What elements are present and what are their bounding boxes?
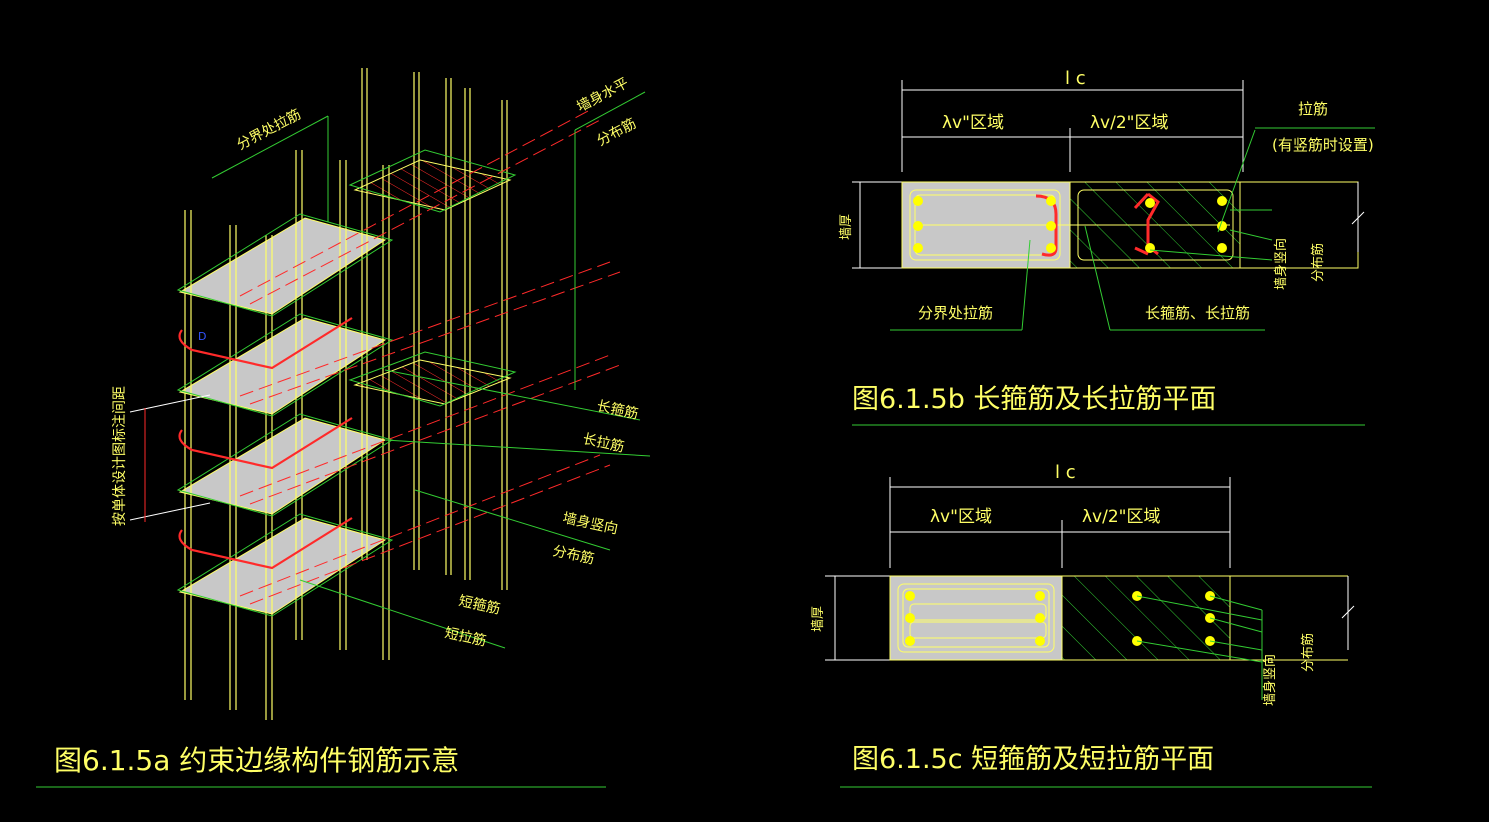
fig-b-bar-dots (913, 196, 1227, 253)
fig-b-tie-note: (有竖筋时设置) (1272, 136, 1374, 154)
fig-b-leaders (890, 129, 1273, 331)
fig-a-label-spacing: 按单体设计图标注间距 (112, 386, 128, 526)
fig-b-boundary-tie: 分界处拉筋 (918, 304, 993, 322)
fig-c-dimensions (889, 477, 1231, 568)
fig-a-spacing-dim (129, 394, 211, 522)
fig-c-lc: l c (1055, 462, 1076, 483)
fig-a-slabs (178, 217, 387, 615)
fig-b-wall-thickness: 墙厚 (839, 214, 854, 240)
fig-c-wall-vertical-1: 墙身竖向 (1262, 654, 1278, 706)
fig-c-zone1: λv"区域 (930, 507, 992, 527)
fig-a-hatch-lower (353, 359, 512, 405)
fig-b-zone2: λv/2"区域 (1090, 113, 1168, 133)
fig-a-hatch-upper (353, 159, 512, 211)
fig-c-caption: 图6.1.5c 短箍筋及短拉筋平面 (852, 744, 1214, 775)
fig-a-label-wall-vertical-1: 墙身竖向 (561, 510, 619, 537)
fig-b-caption: 图6.1.5b 长箍筋及长拉筋平面 (852, 384, 1216, 415)
fig-a-caption: 图6.1.5a 约束边缘构件钢筋示意 (54, 744, 459, 777)
fig-a-label-boundary-tie: 分界处拉筋 (234, 106, 304, 154)
fig-b-zone1: λv"区域 (942, 113, 1004, 133)
fig-c-zone2: λv/2"区域 (1082, 507, 1160, 527)
fig-c-wall-thickness: 墙厚 (811, 606, 826, 632)
fig-a-label-short-hoop: 短箍筋 (457, 592, 502, 617)
fig-b-dimensions (901, 80, 1244, 172)
fig-b-lc: l c (1065, 68, 1086, 89)
fig-b-long-hoop-tie: 长箍筋、长拉筋 (1145, 304, 1250, 322)
fig-a-dashed-bars (239, 109, 621, 605)
fig-c-wall-vertical-2: 分布筋 (1300, 633, 1316, 672)
fig-c-plan: l c λv"区域 λv/2"区域 墙厚 墙身竖向 (811, 462, 1372, 788)
fig-a-red-ties (178, 317, 353, 570)
fig-a-label-wall-horizontal-1: 墙身水平 (574, 75, 631, 115)
fig-c-half-zone (1061, 575, 1231, 661)
fig-a-isometric: D 分界处拉筋 墙身水平 分布筋 长箍筋 长拉筋 墙身竖向 分布筋 短箍筋 短拉… (36, 68, 651, 788)
fig-a-label-short-tie: 短拉筋 (443, 624, 488, 649)
fig-c-edge-zone (889, 575, 1063, 661)
fig-a-label-long-hoop: 长箍筋 (595, 397, 640, 422)
fig-a-stirrups (176, 149, 517, 617)
fig-b-wall-vertical-1: 墙身竖向 (1273, 238, 1289, 290)
fig-a-leaders (211, 91, 651, 649)
fig-b-plan: l c λv"区域 λv/2"区域 拉筋 (有竖筋时设置) 墙厚 (839, 68, 1375, 426)
fig-b-wall-vertical-2: 分布筋 (1310, 243, 1326, 282)
fig-b-tie: 拉筋 (1298, 100, 1328, 118)
fig-a-label-wall-horizontal-2: 分布筋 (594, 115, 639, 150)
fig-a-label-wall-vertical-2: 分布筋 (551, 542, 596, 567)
fig-c-leaders (1136, 595, 1263, 700)
fig-a-blue-mark: D (198, 330, 206, 343)
